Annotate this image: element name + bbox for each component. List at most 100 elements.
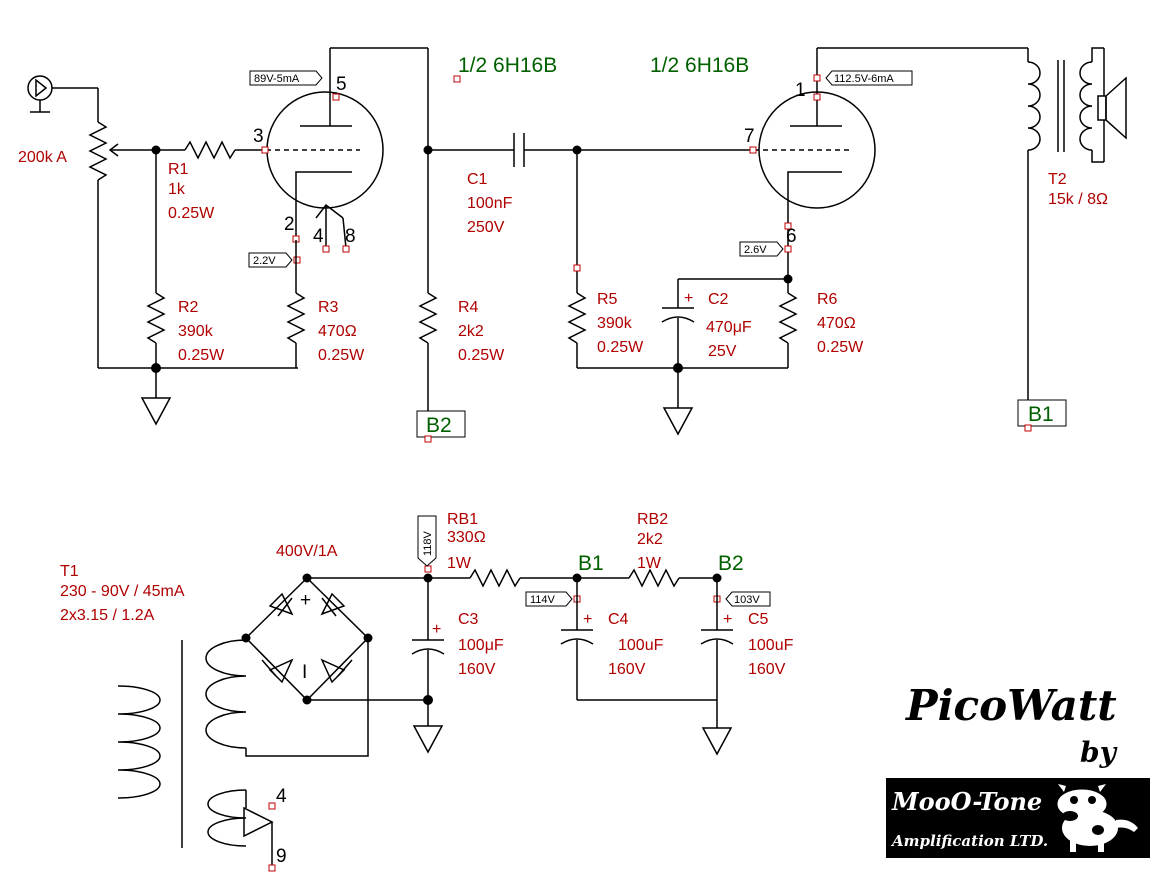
c1-name: C1 — [467, 171, 488, 188]
r6-value: 470Ω — [817, 315, 856, 332]
r1-name: R1 — [168, 161, 189, 178]
r2-value: 390k — [178, 323, 214, 340]
node-b1-top: B1 — [1017, 399, 1067, 427]
t2-name: T2 — [1048, 171, 1067, 188]
resistor-r6 — [778, 292, 798, 368]
capacitor-c3: + — [411, 578, 445, 726]
input-jack — [27, 75, 98, 113]
r3-name: R3 — [318, 299, 339, 316]
output-transformer-t2 — [1027, 47, 1104, 400]
c3-name: C3 — [458, 611, 479, 628]
capacitor-c1 — [428, 133, 754, 167]
t1-name: T1 — [60, 563, 79, 580]
rb2-power: 1W — [637, 555, 662, 572]
r1-power: 0.25W — [168, 205, 215, 222]
svg-text:112.5V-6mA: 112.5V-6mA — [834, 73, 894, 85]
svg-text:+: + — [723, 611, 732, 628]
v1-pin-heater-b: 8 — [345, 226, 356, 247]
svg-text:2.6V: 2.6V — [744, 244, 767, 256]
rb2-value: 2k2 — [637, 531, 663, 548]
node-b2-top: B2 — [416, 410, 466, 438]
c2-voltage: 25V — [708, 343, 737, 360]
v2-plate-voltage-tag: 112.5V-6mA — [825, 70, 913, 86]
r5-value: 390k — [597, 315, 633, 332]
capacitor-c2: + — [661, 278, 788, 368]
v2-cathode-voltage-tag: 2.6V — [739, 241, 784, 257]
svg-text:118V: 118V — [422, 530, 434, 556]
heater-output-icon — [243, 790, 274, 866]
r5-power: 0.25W — [597, 339, 644, 356]
v2-pin-grid: 7 — [744, 126, 755, 147]
svg-text:89V-5mA: 89V-5mA — [254, 73, 300, 85]
capacitor-c4: + — [560, 578, 717, 701]
resistor-r3 — [286, 240, 306, 368]
r6-name: R6 — [817, 291, 838, 308]
t1-spec1: 230 - 90V / 45mA — [60, 583, 185, 600]
heater-pin-bottom: 9 — [276, 846, 287, 867]
node-b2-label: B2 — [718, 552, 744, 575]
r2-power: 0.25W — [178, 347, 225, 364]
r3-value: 470Ω — [318, 323, 357, 340]
v1-tube-label: 1/2 6H16B — [458, 54, 557, 77]
c2-name: C2 — [708, 291, 729, 308]
svg-text:103V: 103V — [734, 594, 760, 606]
svg-text:Amplification LTD.: Amplification LTD. — [890, 832, 1048, 850]
ground-symbol-1 — [140, 397, 172, 426]
c3-value: 100μF — [458, 637, 504, 654]
v1-pin-cathode: 2 — [284, 214, 295, 235]
t2-spec: 15k / 8Ω — [1048, 191, 1108, 208]
speaker-icon — [1097, 48, 1127, 162]
ground-symbol-3 — [412, 725, 444, 754]
v2-pin-cathode: 6 — [786, 226, 797, 247]
ground-symbol-4 — [701, 727, 733, 756]
svg-text:MooO-Tone: MooO-Tone — [891, 787, 1042, 816]
power-transformer-t1 — [117, 638, 369, 848]
v1-pin-grid: 3 — [253, 126, 264, 147]
picowatt-logo: PicoWatt by — [905, 681, 1118, 769]
ground-node-dot — [151, 363, 161, 373]
rb1-power: 1W — [447, 555, 472, 572]
r4-value: 2k2 — [458, 323, 484, 340]
t1-spec2: 2x3.15 / 1.2A — [60, 607, 155, 624]
c4-value: 100uF — [618, 637, 664, 654]
v1-plate-voltage-tag: 89V-5mA — [249, 70, 323, 86]
heater-pin-top: 4 — [276, 786, 287, 807]
resistor-rb1 — [469, 568, 629, 588]
svg-text:B2: B2 — [426, 414, 452, 437]
node-b1-label: B1 — [578, 552, 604, 575]
moootone-logo: MooO-Tone Amplification LTD. — [886, 778, 1150, 858]
r4-power: 0.25W — [458, 347, 505, 364]
bridge-plus: + — [300, 590, 311, 611]
r2-name: R2 — [178, 299, 199, 316]
bridge-minus: I — [302, 662, 307, 683]
volume-potentiometer — [88, 88, 156, 368]
cow-mascot-icon — [1057, 784, 1138, 852]
r3-power: 0.25W — [318, 347, 365, 364]
c5-value: 100uF — [748, 637, 794, 654]
v2-pin-plate: 1 — [795, 80, 806, 101]
c1-value: 100nF — [467, 195, 513, 212]
v1-pin-heater-a: 4 — [313, 226, 324, 247]
svg-text:+: + — [684, 290, 693, 307]
bridge-rating: 400V/1A — [276, 543, 338, 560]
svg-text:114V: 114V — [530, 594, 556, 606]
capacitor-c5: + — [700, 578, 734, 728]
pot-label: 200k A — [18, 149, 67, 166]
v1-pin-plate: 5 — [336, 74, 347, 95]
svg-text:B1: B1 — [1028, 403, 1054, 426]
b1-voltage-tag: 114V — [525, 591, 573, 607]
resistor-r2 — [146, 150, 166, 398]
c1-voltage: 250V — [467, 219, 505, 236]
v2-cathode-node-dot — [783, 274, 793, 284]
svg-text:PicoWatt: PicoWatt — [905, 681, 1117, 730]
resistor-r1 — [156, 140, 266, 160]
c5-voltage: 160V — [748, 661, 786, 678]
b2-voltage-tag: 103V — [725, 591, 771, 607]
c4-name: C4 — [608, 611, 629, 628]
svg-text:2.2V: 2.2V — [253, 255, 276, 267]
svg-text:+: + — [583, 611, 592, 628]
v1-cathode-voltage-tag: 2.2V — [248, 252, 293, 268]
rb1-value: 330Ω — [447, 529, 486, 546]
c3-voltage: 160V — [458, 661, 496, 678]
